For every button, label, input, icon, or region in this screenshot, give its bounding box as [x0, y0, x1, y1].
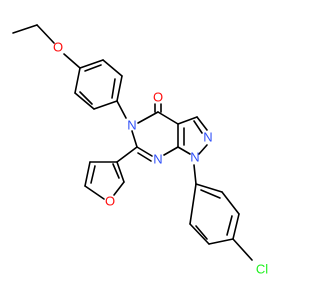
bond-c3-n2-inner: [193, 120, 203, 134]
bond-furan-4: [113, 181, 125, 196]
bond-ethoxyphenyl-inner-1: [84, 64, 102, 72]
atom-label-chlorine: Cl: [256, 261, 268, 276]
bond-chlorophenyl-inner-2: [226, 215, 233, 236]
bond-n1-c7a: [177, 146, 191, 155]
bond-c3-n2: [196, 116, 208, 131]
atom-label-carbonyl-oxygen: O: [153, 89, 163, 104]
bond-ethoxyphenyl-5: [74, 92, 95, 110]
bond-furan-5: [116, 161, 125, 183]
bond-n5-c4: [137, 111, 159, 124]
bond-c3a-c3: [177, 116, 198, 125]
bond-furan-2: [84, 161, 91, 187]
bond-ethoxyphenyl-inner-3: [79, 91, 93, 105]
atom-label-n1: N: [190, 149, 199, 164]
atom-label-ether-oxygen: O: [53, 39, 63, 54]
bond-n7-c6-double: [137, 152, 152, 162]
chemical-structure-diagram: O O N N N N O Cl: [12, 24, 268, 276]
bond-chlorophenyl-5: [189, 223, 210, 245]
bond-n7-c6: [136, 146, 153, 157]
bond-chlorophenyl-6: [189, 183, 197, 225]
bond-ethoxyphenyl-3: [116, 75, 123, 102]
bond-aryl-cl: [232, 238, 253, 261]
bond-chlorophenyl-4: [208, 238, 234, 245]
atom-label-n2: N: [203, 129, 212, 144]
bond-chlorophenyl-1: [195, 183, 223, 193]
bond-c4-c3a: [157, 111, 179, 125]
bond-furan-3: [84, 185, 105, 200]
bond-ethoxyphenyl-2: [102, 59, 123, 77]
bond-chlorophenyl-2: [221, 191, 240, 215]
bond-chlorophenyl-inner-3: [195, 225, 208, 240]
atom-label-n7: N: [153, 151, 162, 166]
bond-ethoxyphenyl-1: [79, 59, 104, 69]
bond-ethoxyphenyl-inner-2: [111, 78, 116, 99]
bond-chlorophenyl-inner-1: [200, 189, 221, 199]
bond-o-aryl: [63, 53, 81, 69]
atom-label-furan-oxygen: O: [105, 193, 115, 208]
bond-c6-furan: [116, 146, 138, 163]
atom-labels: O O N N N N O Cl: [53, 39, 268, 276]
bond-furan-inner-2: [112, 163, 120, 179]
bond-c6-n5: [131, 130, 138, 148]
bond-furan-inner-1: [90, 165, 96, 184]
bond-ethyl-co: [36, 24, 55, 44]
bond-ethoxyphenyl-4: [93, 100, 118, 110]
bond-layer: [12, 24, 253, 261]
atom-label-n5: N: [127, 117, 136, 132]
bond-ethoxyphenyl-6: [74, 67, 81, 94]
bond-chlorophenyl-3: [232, 213, 240, 240]
bond-c7a-n7: [163, 146, 179, 156]
bond-aryl-n5: [116, 100, 127, 119]
bond-ethyl-cc: [12, 24, 38, 34]
bond-n1-aryl: [193, 164, 197, 185]
bond-n2-n1: [198, 144, 208, 155]
